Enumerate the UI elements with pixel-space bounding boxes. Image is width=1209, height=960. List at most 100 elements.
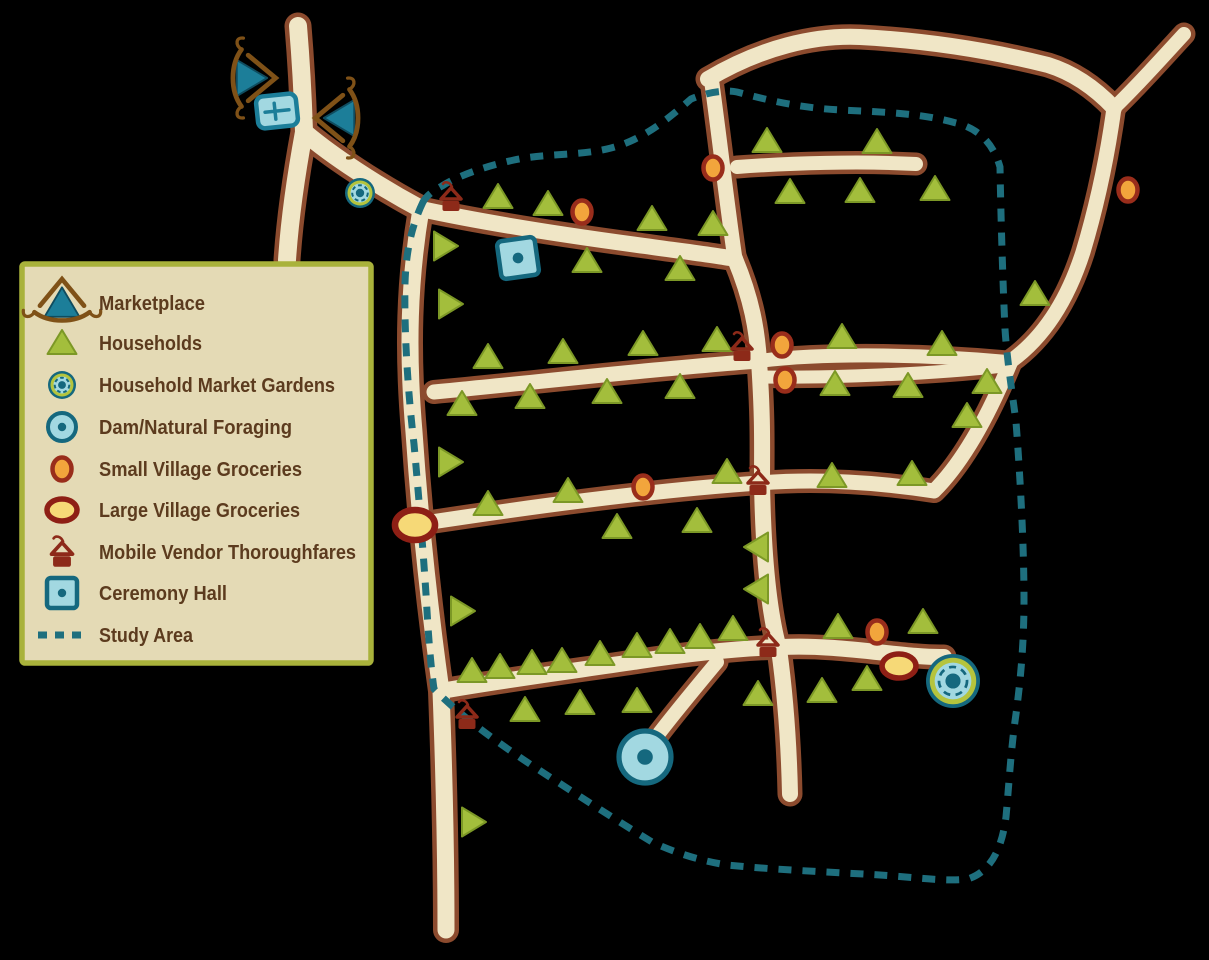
household-icon [717, 615, 749, 641]
household-icon [697, 210, 729, 236]
road-top-road [700, 28, 1122, 116]
road-stub-east [730, 155, 923, 174]
household-icon [742, 680, 774, 706]
household-icon [546, 647, 578, 673]
marketplace-icon [21, 275, 103, 323]
household-icon [751, 127, 783, 153]
legend-label-market-garden: Household Market Gardens [99, 375, 335, 397]
small-grocery-icon [865, 618, 889, 646]
legend-item-large-grocery: Large Village Groceries [44, 496, 300, 524]
road-east-lower-diag [410, 353, 1019, 532]
household-icon [896, 460, 928, 486]
small-grocery-icon [50, 455, 74, 483]
small-grocery-icon [631, 473, 655, 501]
legend-item-mobile-vendor: Mobile Vendor Thoroughfares [49, 535, 356, 567]
household-icon [456, 657, 488, 683]
road-bottom-horizontal [433, 638, 952, 699]
legend-label-study-area: Study Area [99, 625, 194, 647]
road-mid-east-upper [752, 348, 1014, 369]
legend-label-small-grocery: Small Village Groceries [99, 459, 302, 481]
mobile-vendor-icon [746, 465, 770, 495]
market-garden-icon [345, 178, 375, 208]
household-icon [472, 343, 504, 369]
household-icon [919, 175, 951, 201]
household-icon [621, 687, 653, 713]
household-icon [532, 190, 564, 216]
small-grocery-icon [773, 366, 797, 394]
household-icon [482, 183, 514, 209]
household-icon [484, 653, 516, 679]
household-icon [509, 696, 541, 722]
road-east-diagonal-border [999, 96, 1126, 373]
household-icon [806, 677, 838, 703]
household-icon [584, 640, 616, 666]
map-symbols-layer [230, 36, 1140, 838]
household-icon [472, 490, 504, 516]
household-icon [446, 390, 478, 416]
household-icon [450, 595, 476, 627]
large-grocery-icon [879, 651, 919, 681]
household-icon [514, 383, 546, 409]
household-icon [826, 323, 858, 349]
household-icon [684, 623, 716, 649]
road-northeast-branch [1107, 27, 1191, 115]
household-icon [564, 689, 596, 715]
legend-label-marketplace: Marketplace [99, 293, 205, 315]
mobile-vendor-icon [756, 627, 780, 657]
household-icon [664, 373, 696, 399]
household-icon [664, 255, 696, 281]
legend-label-large-grocery: Large Village Groceries [99, 500, 300, 522]
household-icon [743, 573, 769, 605]
legend-label-household: Households [99, 333, 202, 355]
household-icon [627, 330, 659, 356]
household-icon [591, 378, 623, 404]
household-icon [711, 458, 743, 484]
household-icon [438, 288, 464, 320]
legend-item-study-area: Study Area [38, 625, 194, 647]
legend-item-small-grocery: Small Village Groceries [50, 455, 302, 483]
household-icon [844, 177, 876, 203]
household-icon [951, 402, 983, 428]
household-icon [433, 230, 459, 262]
health-post-icon [253, 91, 301, 131]
household-icon [743, 531, 769, 563]
household-icon [601, 513, 633, 539]
small-grocery-icon [1116, 176, 1140, 204]
legend-label-ceremony-hall: Ceremony Hall [99, 583, 227, 605]
household-icon [861, 128, 893, 154]
household-icon [926, 330, 958, 356]
dam-icon [46, 411, 78, 443]
household-icon [438, 446, 464, 478]
mobile-vendor-icon [455, 699, 479, 729]
ceremony-hall-icon [494, 234, 542, 282]
household-icon [516, 649, 548, 675]
household-icon [819, 370, 851, 396]
mobile-vendor-icon [730, 331, 754, 361]
household-icon [892, 372, 924, 398]
household-icon [636, 205, 668, 231]
household-icon [1019, 280, 1051, 306]
small-grocery-icon [701, 154, 725, 182]
road-top-left-stem [289, 17, 313, 141]
road-dam-spur [647, 655, 724, 747]
household-icon [571, 247, 603, 273]
marketplace-icon [311, 76, 361, 160]
household-icon [461, 806, 487, 838]
household-icon [822, 613, 854, 639]
road-second-horizontal [426, 353, 767, 400]
household-icon [552, 477, 584, 503]
marketplace-icon [230, 36, 280, 120]
legend-label-mobile-vendor: Mobile Vendor Thoroughfares [99, 542, 356, 564]
large-grocery-icon [44, 496, 80, 524]
market-garden-icon [48, 371, 76, 399]
household-icon [851, 665, 883, 691]
mobile-vendor-icon [49, 535, 75, 567]
small-grocery-icon [570, 198, 594, 226]
road-east-diagonal [1003, 100, 1122, 369]
ceremony-hall-icon [44, 575, 80, 611]
household-icon [46, 329, 78, 355]
legend-item-household: Households [46, 329, 202, 355]
